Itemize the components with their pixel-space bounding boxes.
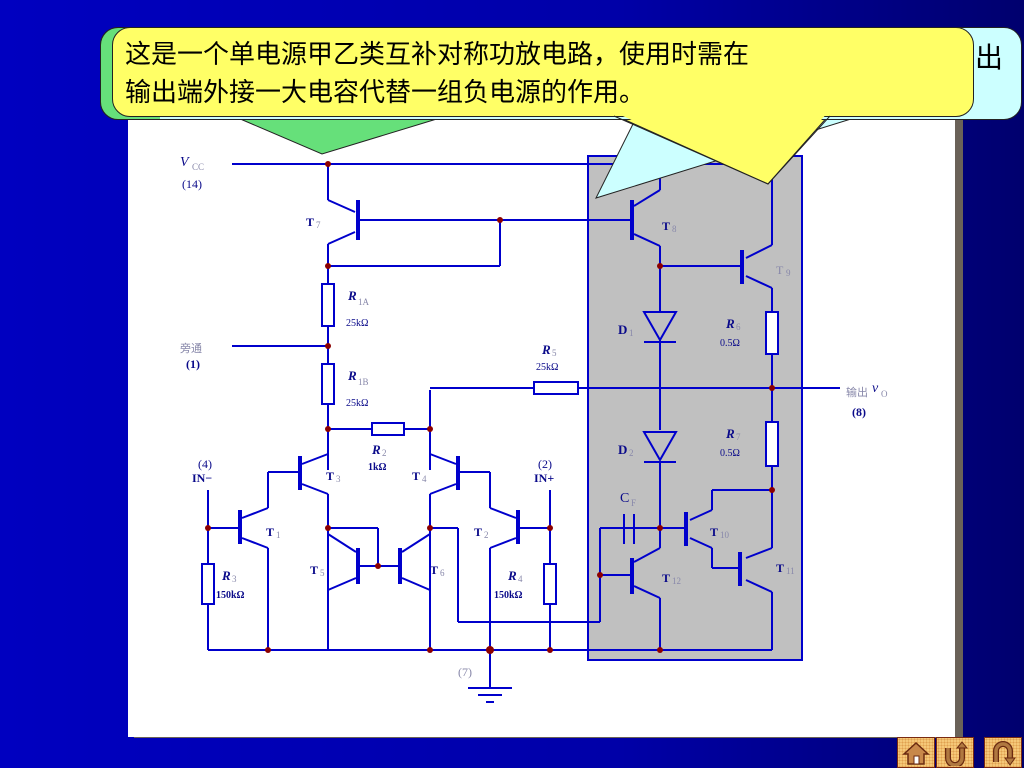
output-stage-box [587, 155, 803, 661]
r4-value: 150kΩ [494, 590, 523, 601]
background-callout-text: 出 [975, 41, 1004, 74]
t6-sub: 6 [440, 568, 445, 578]
t9-sub: 9 [786, 268, 791, 278]
r3-value: 150kΩ [216, 590, 245, 601]
output-subscript: O [881, 389, 888, 399]
resistor-r4 [543, 563, 557, 605]
r5-name: R [541, 342, 551, 357]
r1a-value: 25kΩ [346, 318, 368, 329]
in-minus-label: IN− [192, 471, 212, 485]
cf-sub: F [631, 498, 636, 508]
r6-name: R [725, 316, 735, 331]
r3-name: R [221, 568, 231, 583]
vcc-subscript: CC [192, 162, 204, 172]
t11-sub: 11 [786, 566, 795, 576]
diodes [642, 311, 678, 463]
resistor-r2 [371, 422, 405, 436]
r6-value: 0.5Ω [720, 338, 740, 349]
back-button[interactable] [936, 737, 974, 768]
d2-name: D [618, 442, 627, 457]
diagram-panel [128, 114, 955, 737]
r1a-sub: 1A [358, 297, 370, 307]
t7-label: T [306, 215, 314, 229]
resistor-r6 [765, 311, 779, 355]
r7-name: R [725, 426, 735, 441]
d2-sub: 2 [629, 448, 634, 458]
junction-nodes [205, 161, 775, 654]
return-arrow-icon [945, 740, 969, 766]
t4-label: T [412, 469, 420, 483]
r7-value: 0.5Ω [720, 448, 740, 459]
t12-sub: 12 [672, 576, 681, 586]
ground-symbol [468, 687, 512, 703]
t6-label: T [430, 563, 438, 577]
home-icon [902, 741, 930, 765]
green-callout-tail [237, 117, 441, 155]
t11-label: T [776, 561, 784, 575]
r2-name: R [371, 442, 381, 457]
forward-button[interactable] [984, 737, 1022, 768]
diode-d1 [642, 311, 678, 343]
capacitor-cf [623, 514, 635, 544]
r6-sub: 6 [736, 322, 741, 332]
t12-label: T [662, 571, 670, 585]
d1-sub: 1 [629, 328, 634, 338]
output-symbol: v [872, 381, 879, 396]
t8-label: T [662, 219, 670, 233]
resistors [201, 283, 779, 605]
bypass-pin: (1) [186, 357, 200, 371]
in-plus-label: IN+ [534, 471, 554, 485]
resistor-r1b [321, 363, 335, 405]
u-turn-arrow-icon [993, 740, 1016, 766]
r1b-value: 25kΩ [346, 398, 368, 409]
diode-d2 [642, 431, 678, 463]
in-minus-pin: (4) [198, 457, 212, 471]
resistor-r3 [201, 563, 215, 605]
callout-line-1: 这是一个单电源甲乙类互补对称功放电路，使用时需在 [125, 40, 750, 70]
callout-line-2: 输出端外接一大电容代替一组负电源的作用。 [125, 78, 646, 108]
r1b-name: R [347, 368, 357, 383]
t5-label: T [310, 563, 318, 577]
t3-sub: 3 [336, 474, 341, 484]
explanation-callout: 这是一个单电源甲乙类互补对称功放电路，使用时需在 输出端外接一大电容代替一组负电… [112, 27, 974, 117]
t4-sub: 4 [422, 474, 427, 484]
t2-label: T [474, 525, 482, 539]
t2-sub: 2 [484, 530, 489, 540]
ground-pin: (7) [458, 665, 472, 679]
t10-sub: 10 [720, 530, 730, 540]
output-label: 输出 [846, 385, 868, 399]
t10-label: T [710, 525, 718, 539]
t7-sub: 7 [316, 220, 321, 230]
resistor-r1a [321, 283, 335, 327]
r4-name: R [507, 568, 517, 583]
t9-label: T [776, 263, 784, 277]
r2-value: 1kΩ [368, 462, 387, 473]
transistor-bases [238, 200, 744, 594]
r2-sub: 2 [382, 448, 387, 458]
home-button[interactable] [897, 737, 935, 768]
t1-label: T [266, 525, 274, 539]
vcc-label: V [180, 155, 190, 170]
d1-name: D [618, 322, 627, 337]
in-plus-pin: (2) [538, 457, 552, 471]
bypass-label: 旁通 [180, 341, 202, 355]
vcc-pin: (14) [182, 177, 202, 191]
resistor-r7 [765, 421, 779, 467]
r1b-sub: 1B [358, 377, 369, 387]
r4-sub: 4 [518, 574, 523, 584]
cf-name: C [620, 491, 629, 506]
t5-sub: 5 [320, 568, 325, 578]
r1a-name: R [347, 288, 357, 303]
r3-sub: 3 [232, 574, 237, 584]
output-pin: (8) [852, 405, 866, 419]
r5-sub: 5 [552, 348, 557, 358]
t8-sub: 8 [672, 224, 677, 234]
t3-label: T [326, 469, 334, 483]
t1-sub: 1 [276, 530, 281, 540]
resistor-r5 [533, 381, 579, 395]
r7-sub: 7 [736, 432, 741, 442]
r5-value: 25kΩ [536, 362, 558, 373]
